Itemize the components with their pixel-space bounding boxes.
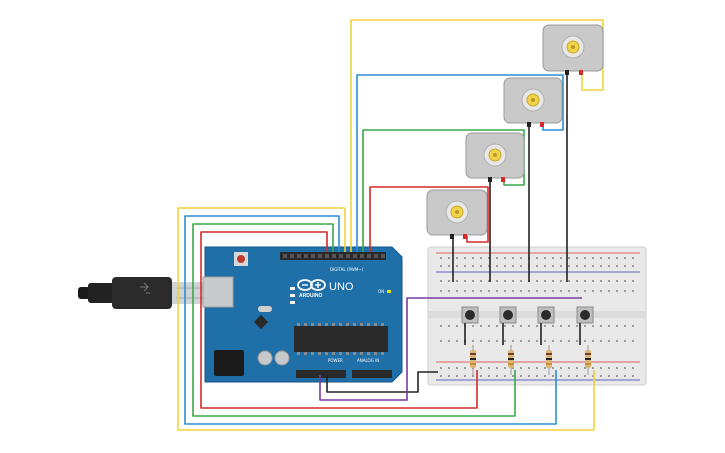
arduino-board[interactable]: DIGITAL (PWM~) UNO ARDUINO ON — [202, 246, 403, 383]
dc-motor-2[interactable] — [465, 132, 525, 182]
wire-red-button-1[interactable] — [200, 231, 478, 409]
dc-motor-3[interactable] — [503, 77, 563, 127]
resistor-2[interactable] — [508, 345, 514, 375]
wire-purple-power[interactable] — [319, 297, 582, 401]
push-button-1[interactable] — [461, 306, 479, 324]
capacitor-1 — [257, 350, 273, 366]
usb-cable — [78, 277, 208, 309]
on-led — [387, 290, 391, 293]
dc-motor-4[interactable] — [542, 24, 604, 75]
resistor-1[interactable] — [470, 345, 476, 375]
dc-motor-1[interactable] — [426, 189, 488, 239]
wire-blue-button-3[interactable] — [184, 215, 557, 425]
usb-cable-end — [78, 287, 90, 299]
digital-label: DIGITAL (PWM~) — [330, 267, 364, 272]
analog-header — [352, 370, 392, 378]
wire-green-button-2[interactable] — [192, 223, 516, 417]
capacitor-2 — [274, 350, 290, 366]
resistor-4[interactable] — [585, 345, 591, 375]
push-button-3[interactable] — [537, 306, 555, 324]
wire-black-ground[interactable] — [326, 371, 438, 393]
push-button-2[interactable] — [499, 306, 517, 324]
usb-plug-body — [112, 277, 172, 309]
usb-cable-strain — [88, 283, 118, 303]
wire-red-motor-1[interactable] — [369, 186, 489, 252]
usb-chip — [253, 314, 269, 330]
on-label: ON — [378, 289, 384, 294]
reset-button-cap[interactable] — [237, 255, 245, 263]
wire-blue-motor-3[interactable] — [356, 74, 564, 252]
breadboard[interactable] — [427, 246, 647, 386]
uno-label: UNO — [329, 281, 354, 293]
power-label: POWER — [328, 358, 343, 363]
arduino-brand-label: ARDUINO — [299, 293, 322, 299]
power-jack — [214, 350, 244, 376]
usb-symbol-icon — [140, 282, 150, 294]
atmega-chip — [294, 326, 388, 352]
arduino-logo — [297, 279, 326, 291]
analog-label: ANALOG IN — [357, 358, 379, 363]
wire-yellow-button-4[interactable] — [177, 207, 595, 431]
usb-jack — [202, 276, 234, 308]
resistor-3[interactable] — [546, 345, 552, 375]
push-button-4[interactable] — [576, 306, 594, 324]
wires — [177, 19, 604, 431]
power-header — [296, 370, 346, 378]
